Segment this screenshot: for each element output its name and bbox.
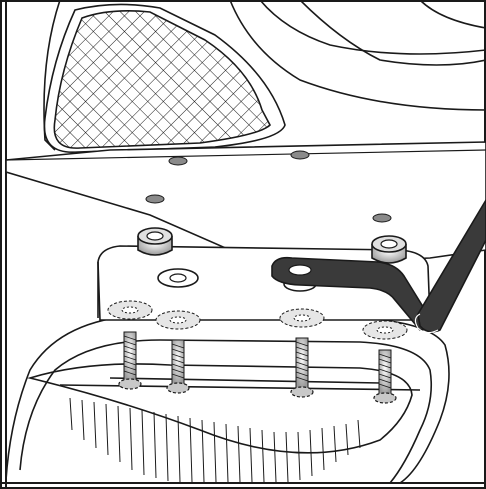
mesh-grille (53, 10, 271, 149)
screw-2 (166, 339, 190, 394)
screw-1 (118, 331, 142, 390)
plate-hole (168, 156, 188, 166)
screwdriver (414, 198, 486, 334)
screw-3 (290, 337, 314, 398)
housing-ribs (69, 397, 361, 483)
plate-hole (290, 150, 310, 160)
spacer-bushing-left (137, 227, 173, 256)
spacer-bushing-right (371, 235, 407, 264)
upper-body-panel (43, 0, 486, 153)
plate-hole (145, 194, 165, 204)
screw-4 (373, 349, 397, 404)
mounting-plate (5, 141, 486, 263)
plate-hole (372, 213, 392, 223)
